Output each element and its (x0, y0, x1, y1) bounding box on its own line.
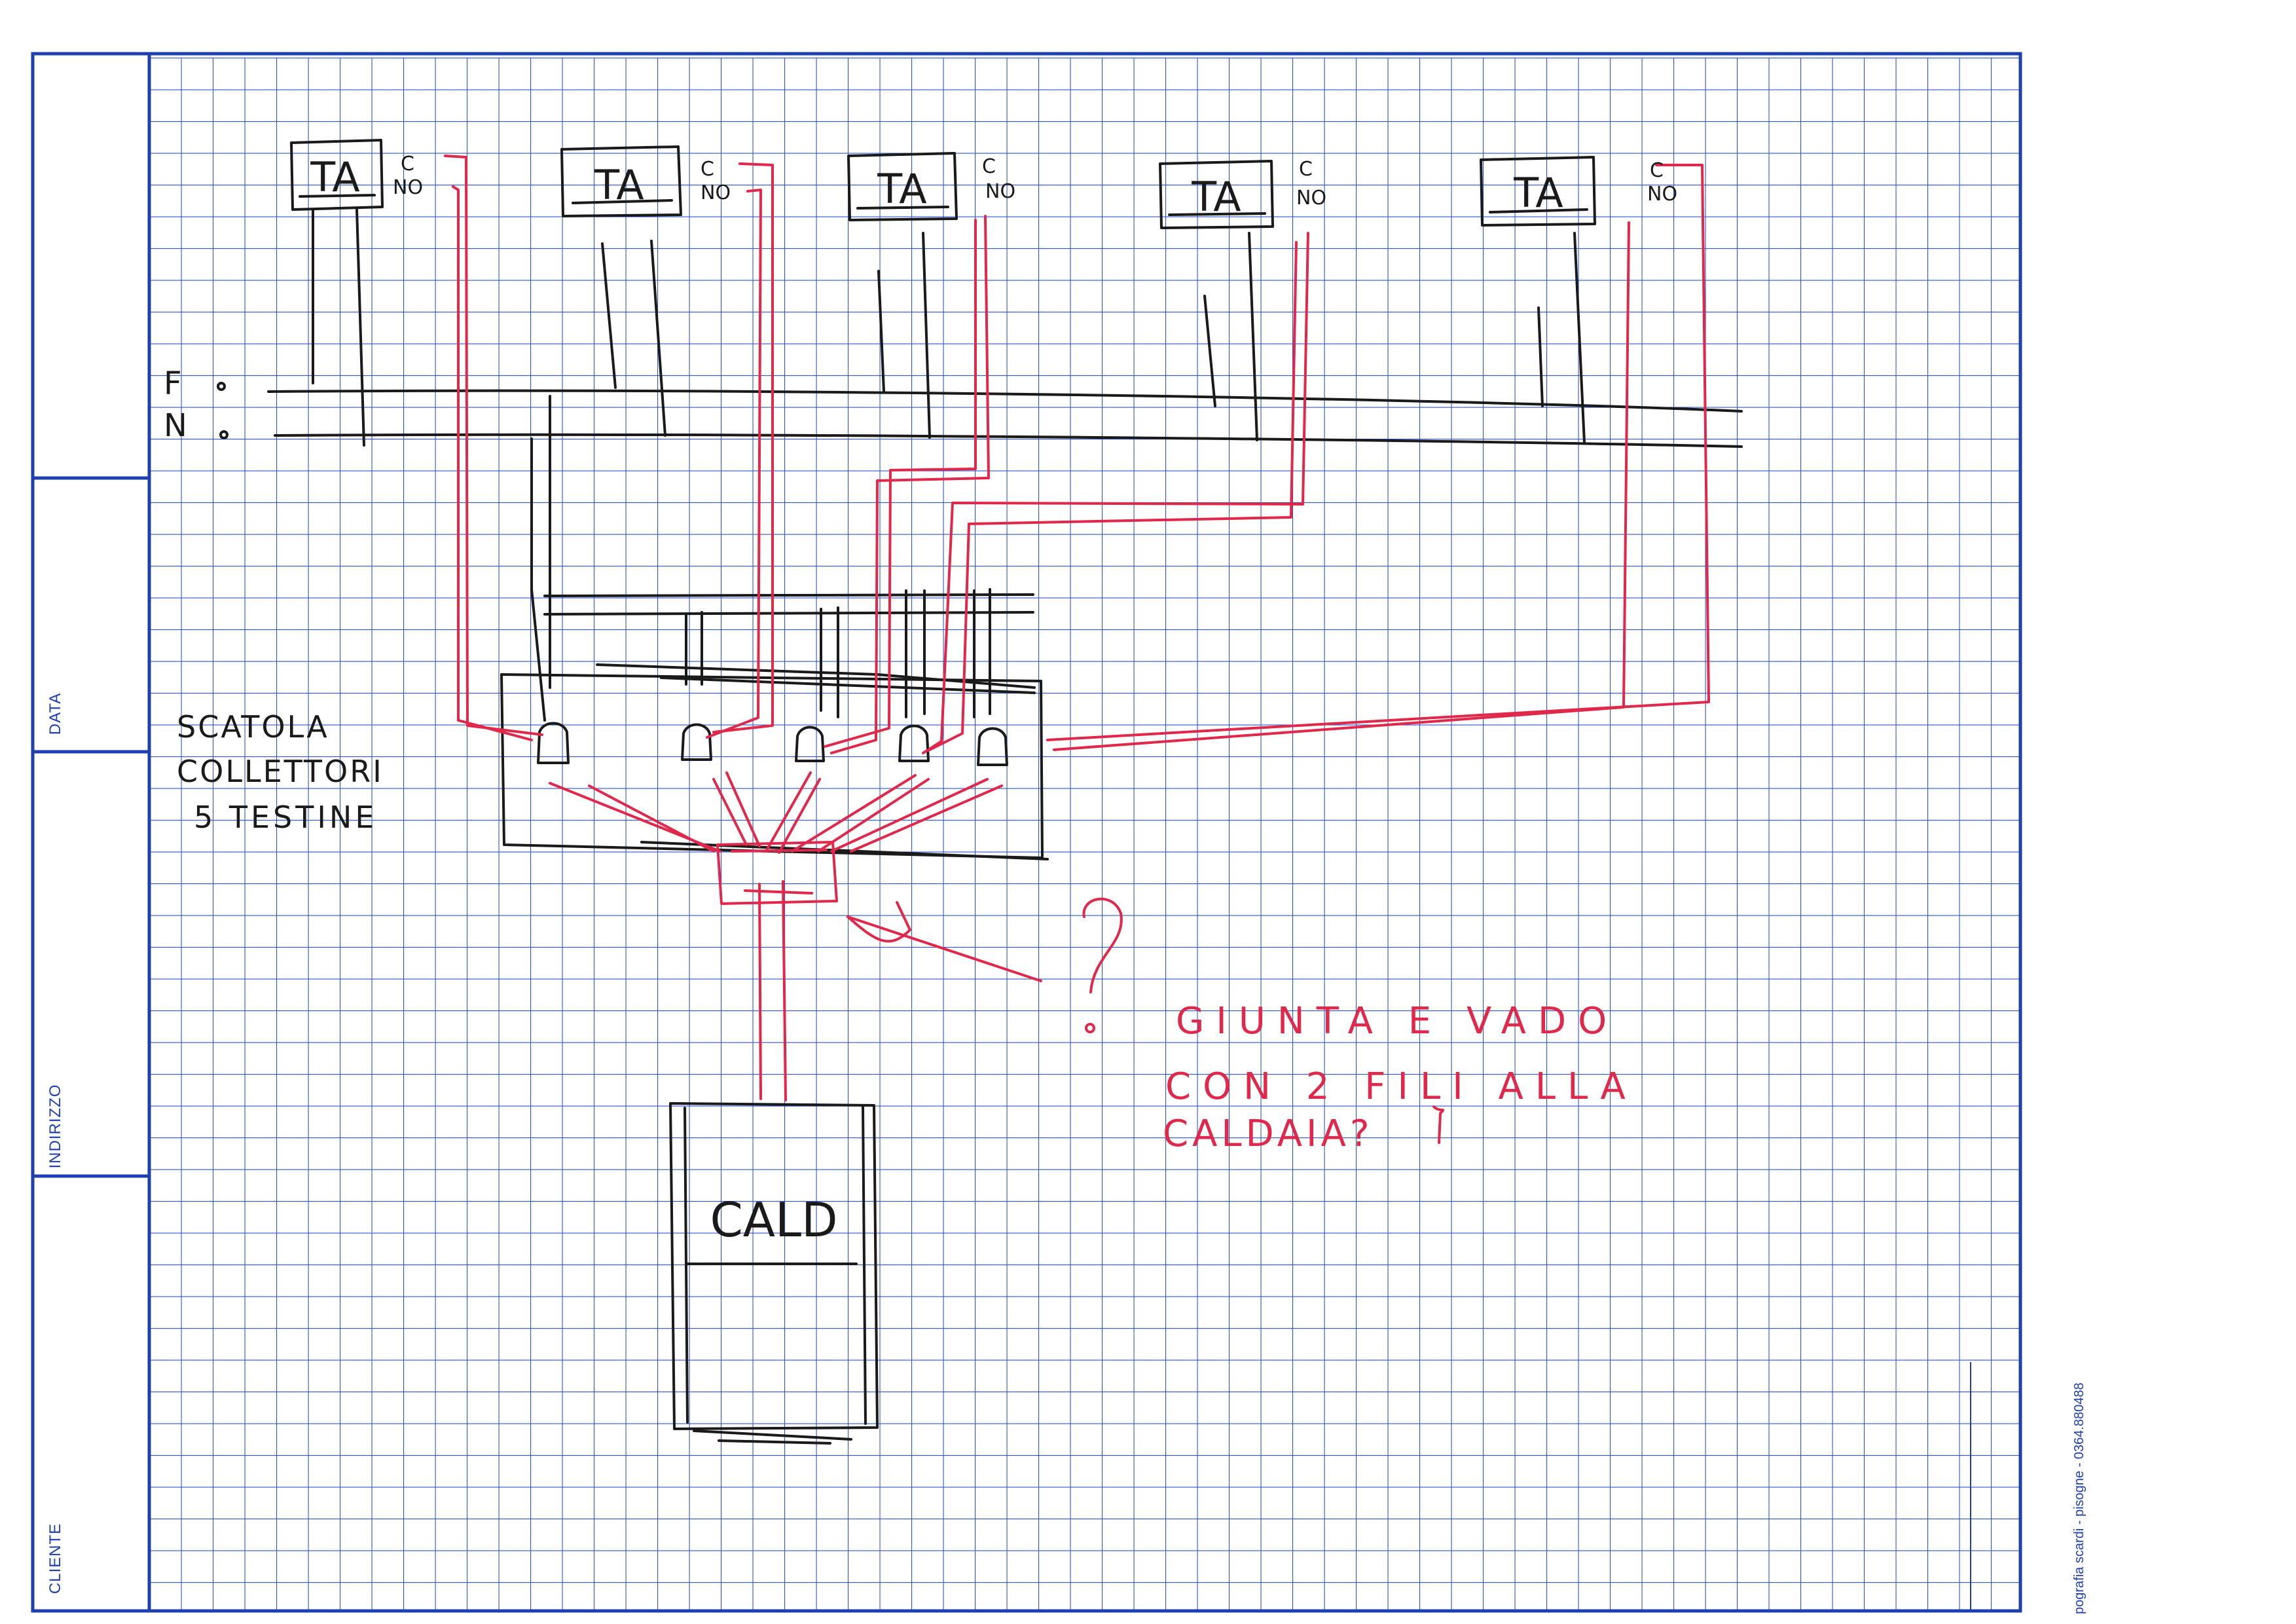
note-line1: GIUNTA E VADO (1176, 1000, 1618, 1043)
boiler-label: CALD (710, 1192, 837, 1247)
thermostat-box-3 (847, 152, 958, 221)
wire-ta5 (1046, 164, 1710, 741)
grid-paper (31, 52, 2022, 1613)
big-question-mark (1082, 897, 1123, 993)
ta-label-5: TA (1513, 169, 1563, 217)
no-label-2: NO (701, 181, 731, 204)
ta-label-3: TA (877, 165, 926, 213)
actuator-head-2 (681, 723, 712, 761)
c-label-2: C (701, 158, 714, 181)
c-label-3: C (982, 155, 996, 178)
n-label: N (164, 407, 187, 444)
sheet-label-cliente: CLIENTE (46, 1522, 64, 1595)
thermostat-box-1 (290, 139, 384, 211)
thermostat-box-4 (1159, 160, 1274, 229)
ta-label-2: TA (594, 161, 644, 209)
sheet-label-data: DATA (46, 692, 64, 735)
black-ink-layer (217, 139, 1743, 1445)
red-ink-layer (444, 155, 1710, 1144)
sheet-label-indirizzo: INDIRIZZO (46, 1084, 64, 1169)
wire-ta2 (712, 162, 774, 733)
actuator-head-4 (898, 724, 930, 762)
wire-ta4 (922, 232, 1309, 754)
junction-box (716, 841, 838, 905)
no-label-4: NO (1296, 187, 1326, 210)
boiler-wire-1 (758, 883, 762, 1100)
print-credit: pografia scardi - pisogne - 0364.880488 (2072, 1382, 2086, 1614)
note-question-mark (1432, 1105, 1445, 1144)
boiler-wire-2 (782, 880, 787, 1101)
no-label-5: NO (1647, 183, 1677, 206)
red-text-layer: ? GIUNTA E VADO CON 2 FILI ALLA CALDAIA? (1163, 1000, 1637, 1155)
actuator-head-1 (537, 722, 570, 764)
annotation-arrow (847, 915, 1042, 982)
boiler-box (669, 1102, 879, 1445)
ta-label-1: TA (310, 153, 359, 201)
thermostat-box-5 (1480, 156, 1596, 227)
n-bus-line (274, 433, 1743, 448)
note-line3: CALDAIA? (1163, 1113, 1374, 1155)
no-label-3: NO (985, 180, 1015, 203)
actuator-head-5 (977, 727, 1008, 766)
f-bus-line (267, 389, 1743, 413)
thermostat-box-2 (560, 145, 682, 217)
ta-label-4: TA (1191, 173, 1241, 221)
note-line2: CON 2 FILI ALLA (1165, 1065, 1637, 1108)
actuator-head-3 (795, 726, 825, 762)
box-caption-line2: COLLETTORI (177, 754, 384, 789)
wire-ta3 (830, 215, 990, 754)
c-label-5: C (1650, 159, 1664, 182)
no-label-1: NO (393, 176, 423, 199)
wire-ta1 (444, 155, 543, 736)
box-caption-line3: 5 TESTINE (194, 800, 377, 835)
c-label-4: C (1299, 158, 1313, 181)
f-label: F (164, 365, 182, 402)
black-text-layer: TA TA TA TA TA C NO C NO C NO C NO C NO … (164, 153, 1677, 1247)
c-label-1: C (401, 153, 414, 175)
box-caption-line1: SCATOLA (177, 709, 329, 745)
